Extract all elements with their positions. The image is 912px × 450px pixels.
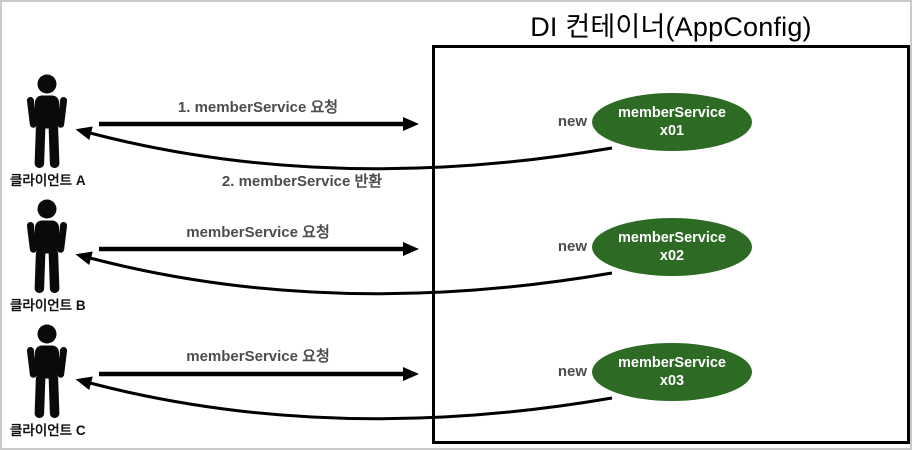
service-name: memberService	[617, 104, 726, 121]
new-keyword: new	[557, 113, 587, 130]
person-icon	[26, 324, 68, 419]
member-service-ellipse: memberService x01	[592, 93, 752, 151]
client-c-label: 클라이언트 C	[10, 423, 86, 438]
return-label: 2. memberService 반환	[221, 173, 383, 190]
client-a-label: 클라이언트 A	[10, 173, 86, 188]
service-name: memberService	[617, 229, 726, 246]
request-label: memberService 요청	[186, 348, 330, 365]
new-keyword: new	[557, 238, 587, 255]
di-container-box	[432, 45, 910, 444]
request-label: memberService 요청	[186, 224, 330, 241]
service-instance-id: x01	[659, 123, 685, 139]
person-icon	[26, 74, 68, 169]
diagram-title: DI 컨테이너(AppConfig)	[530, 12, 812, 42]
service-instance-id: x03	[659, 373, 685, 389]
return-arrow	[75, 376, 613, 421]
request-label: 1. memberService 요청	[177, 99, 339, 116]
member-service-ellipse: memberService x02	[592, 218, 752, 276]
new-keyword: new	[557, 363, 587, 380]
member-service-ellipse: memberService x03	[592, 343, 752, 401]
client-b-label: 클라이언트 B	[10, 298, 86, 313]
person-icon	[26, 199, 68, 294]
return-arrow	[75, 251, 613, 296]
return-arrow	[75, 126, 613, 171]
service-instance-id: x02	[659, 248, 685, 264]
service-name: memberService	[617, 354, 726, 371]
